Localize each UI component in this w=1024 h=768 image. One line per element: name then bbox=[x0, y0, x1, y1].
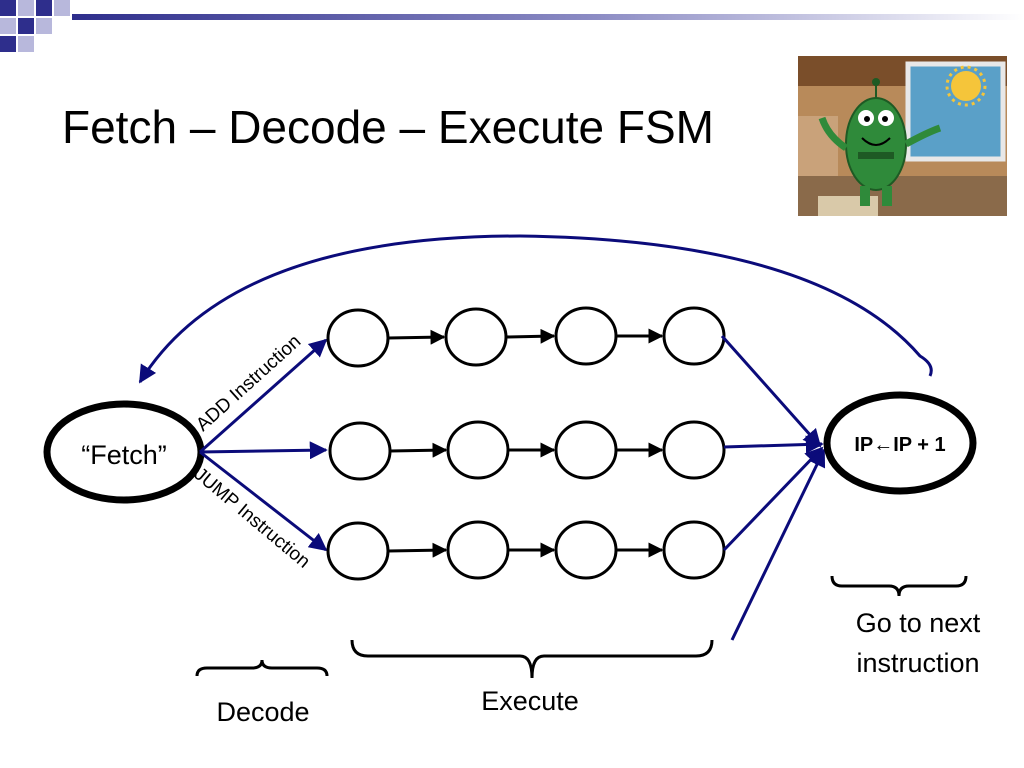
next-label-line2: instruction bbox=[856, 648, 979, 678]
increment-state bbox=[823, 391, 977, 495]
execute-row-jump bbox=[326, 520, 726, 581]
decode-brace bbox=[195, 659, 329, 677]
cartoon-character-icon bbox=[798, 56, 1007, 216]
next-brace bbox=[830, 575, 968, 597]
fetch-state-label: “Fetch” bbox=[81, 440, 167, 470]
slide-title: Fetch – Decode – Execute FSM bbox=[62, 101, 714, 153]
execute-state bbox=[662, 520, 726, 580]
execute-state bbox=[446, 420, 510, 480]
execute-brace bbox=[350, 639, 714, 679]
header-decoration bbox=[0, 0, 1024, 52]
add-to-next-arrow bbox=[720, 335, 822, 448]
jump-branch-arrow bbox=[199, 450, 328, 552]
jump-edge-label: JUMP Instruction bbox=[190, 464, 314, 573]
execute-label: Execute bbox=[481, 686, 579, 716]
execute-state bbox=[662, 420, 726, 480]
execute-state bbox=[554, 520, 618, 580]
execute-row-middle bbox=[328, 420, 726, 481]
cartoon-picture bbox=[798, 56, 1007, 216]
loop-back-arrow bbox=[138, 234, 933, 384]
execute-state bbox=[446, 520, 510, 580]
middle-to-next-arrow bbox=[723, 435, 824, 454]
increment-state-label: IP←IP + 1 bbox=[854, 434, 945, 456]
jump-to-next-arrow bbox=[722, 446, 824, 552]
execute-state bbox=[554, 420, 618, 480]
execute-state bbox=[554, 306, 618, 366]
execute-state bbox=[444, 307, 508, 367]
add-branch-arrow bbox=[199, 338, 328, 454]
execute-state bbox=[328, 421, 392, 481]
middle-branch-arrow bbox=[199, 441, 328, 460]
execute-state bbox=[662, 306, 726, 366]
execute-row-add bbox=[326, 306, 726, 368]
next-label-line1: Go to next bbox=[856, 608, 981, 638]
other-to-next-arrow bbox=[730, 448, 826, 641]
execute-state bbox=[326, 521, 390, 581]
add-edge-label: ADD Instruction bbox=[192, 331, 305, 436]
decode-label: Decode bbox=[216, 697, 309, 727]
execute-state bbox=[326, 308, 390, 368]
